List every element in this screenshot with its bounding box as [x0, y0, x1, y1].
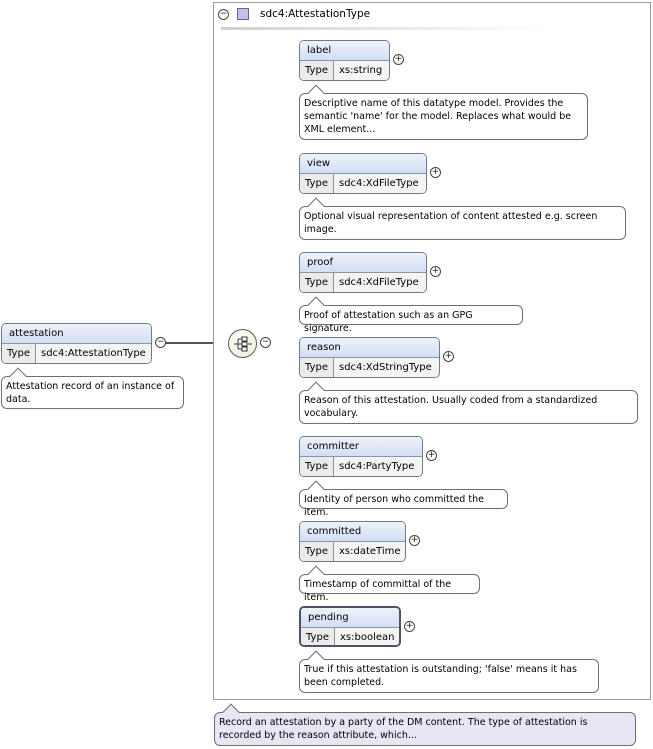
- complex-type-icon: [237, 8, 249, 20]
- type-value: sdc4:XdFileType: [339, 178, 419, 189]
- element-name: reason: [300, 338, 439, 358]
- element-pending[interactable]: pending Type xs:boolean: [299, 606, 401, 647]
- element-name: label: [300, 41, 389, 61]
- element-label[interactable]: label Type xs:string: [299, 40, 390, 81]
- element-name: committer: [300, 437, 422, 457]
- element-type-row: Type sdc4:PartyType: [300, 457, 422, 476]
- element-type-row: Type xs:boolean: [301, 628, 399, 645]
- element-view[interactable]: view Type sdc4:XdFileType: [299, 153, 427, 194]
- root-annotation: Attestation record of an instance of dat…: [1, 367, 184, 409]
- element-name: pending: [301, 608, 399, 628]
- sequence-compositor-icon[interactable]: [228, 329, 257, 358]
- element-type-row: Type sdc4:XdFileType: [300, 174, 426, 193]
- element-type-row: Type xs:string: [300, 61, 389, 80]
- element-name: view: [300, 154, 426, 174]
- expand-committed-toggle[interactable]: +: [409, 535, 420, 546]
- expand-reason-toggle[interactable]: +: [443, 351, 454, 362]
- root-element-attestation[interactable]: attestation Type sdc4:AttestationType: [1, 323, 152, 364]
- complex-type-title: sdc4:AttestationType: [260, 8, 371, 20]
- element-committer[interactable]: committer Type sdc4:PartyType: [299, 436, 423, 477]
- complex-type-annotation: Record an attestation by a party of the …: [214, 703, 636, 746]
- type-label: Type: [2, 344, 36, 363]
- type-label: Type: [300, 174, 334, 193]
- element-name: attestation: [2, 324, 151, 344]
- type-label: Type: [300, 61, 334, 80]
- frame-title-separator: [221, 27, 551, 30]
- type-label: Type: [301, 628, 335, 645]
- type-value: sdc4:AttestationType: [41, 348, 146, 359]
- type-value: sdc4:PartyType: [339, 461, 415, 472]
- collapse-type-toggle[interactable]: −: [218, 9, 229, 20]
- element-name: proof: [300, 253, 426, 273]
- committer-annotation: Identity of person who committed the ite…: [299, 480, 508, 518]
- reason-annotation: Reason of this attestation. Usually code…: [299, 381, 638, 424]
- type-label: Type: [300, 542, 334, 561]
- element-proof[interactable]: proof Type sdc4:XdFileType: [299, 252, 427, 293]
- type-value: xs:dateTime: [339, 546, 401, 557]
- element-type-row: Type sdc4:XdStringType: [300, 358, 439, 377]
- type-label: Type: [300, 358, 334, 377]
- expand-committer-toggle[interactable]: +: [426, 450, 437, 461]
- type-value: xs:string: [339, 65, 383, 76]
- expand-label-toggle[interactable]: +: [393, 54, 404, 65]
- view-annotation: Optional visual representation of conten…: [299, 197, 626, 240]
- expand-proof-toggle[interactable]: +: [430, 266, 441, 277]
- element-name: committed: [300, 522, 405, 542]
- type-label: Type: [300, 273, 334, 292]
- label-annotation: Descriptive name of this datatype model.…: [299, 84, 588, 140]
- element-reason[interactable]: reason Type sdc4:XdStringType: [299, 337, 440, 378]
- committed-annotation: Timestamp of committal of the item.: [299, 565, 480, 603]
- type-value: xs:boolean: [340, 632, 395, 643]
- type-value: sdc4:XdFileType: [339, 277, 419, 288]
- expand-pending-toggle[interactable]: +: [404, 621, 415, 632]
- element-type-row: Type xs:dateTime: [300, 542, 405, 561]
- type-value: sdc4:XdStringType: [339, 362, 432, 373]
- element-committed[interactable]: committed Type xs:dateTime: [299, 521, 406, 562]
- collapse-root-toggle[interactable]: −: [155, 337, 166, 348]
- proof-annotation: Proof of attestation such as an GPG sign…: [299, 296, 523, 334]
- expand-view-toggle[interactable]: +: [430, 167, 441, 178]
- element-type-row: Type sdc4:XdFileType: [300, 273, 426, 292]
- collapse-sequence-toggle[interactable]: −: [260, 337, 271, 348]
- pending-annotation: True if this attestation is outstanding;…: [299, 650, 599, 693]
- element-type-row: Type sdc4:AttestationType: [2, 344, 151, 363]
- type-label: Type: [300, 457, 334, 476]
